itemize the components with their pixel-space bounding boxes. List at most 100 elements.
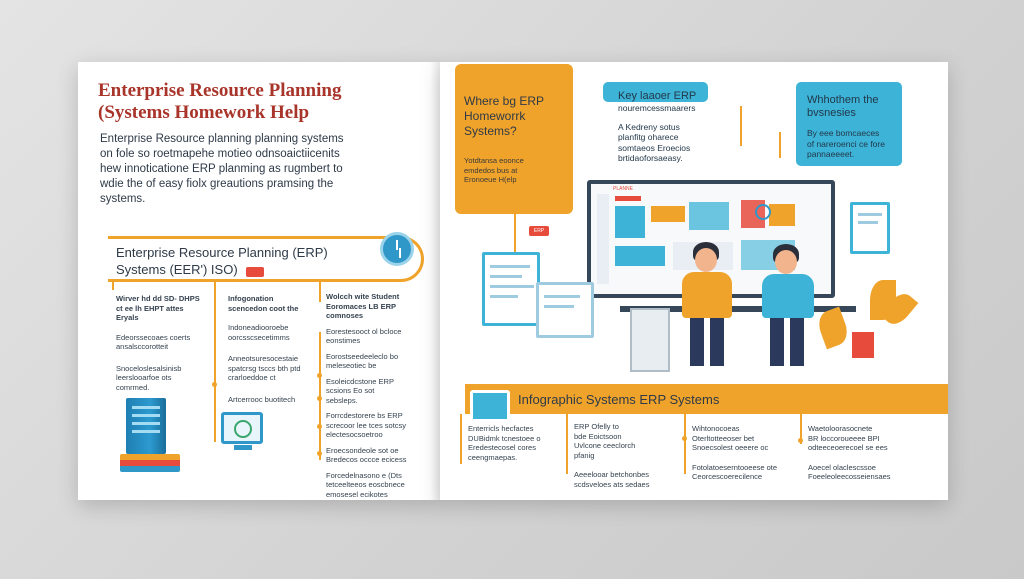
connector-line: [779, 132, 781, 158]
desk: [620, 306, 856, 312]
item-line: Edeorssecoaes coerts: [116, 332, 191, 342]
intro-line: hew innoticatione ERP planming as rugmbe…: [100, 163, 343, 175]
list-item: Anneotsuresocestaie spatcrsg tsccs bth p…: [228, 354, 313, 383]
panel-line: [490, 295, 518, 298]
panel-line: [490, 265, 530, 268]
leg: [790, 318, 804, 366]
column-line: Eredestecosel cores: [468, 443, 536, 452]
panel-line: [544, 295, 580, 298]
key-box-line: brtidaoforsaeasy.: [618, 153, 683, 163]
item-line: Anneotsuresocestaie: [228, 354, 299, 363]
item-line: sebsleps.: [326, 395, 358, 405]
item-line: ansalsccorotteit: [116, 342, 169, 351]
intro-line: on fole so roetmapehe motieo odnsoaictii…: [100, 148, 340, 160]
item-line: crarloeddoe ct: [228, 373, 276, 382]
item-line: screcoor lee tces sotcsy: [326, 420, 407, 430]
key-box-line: A Kedreny sotus: [618, 121, 680, 132]
erp-sticker: ERP: [529, 226, 549, 236]
item-line: Snoceloslesalsinisb: [116, 363, 182, 373]
column-heading: Wirver hd dd SD- DHPS ct ee lh EHPT atte…: [116, 294, 208, 323]
column-line: pfanig: [574, 450, 595, 460]
monitor-icon: [221, 412, 263, 444]
when-box-line: pannaeeeet.: [807, 149, 855, 159]
key-box-title: Key laaoer ERP: [618, 90, 697, 102]
title-line: Where bg ERP: [464, 94, 545, 108]
panel-line: [858, 221, 878, 224]
key-box-line: planfitg oharece: [618, 132, 679, 142]
item-line: Esoleicdcstone ERP: [326, 376, 394, 386]
torso: [762, 274, 814, 318]
bullet-dot: [317, 451, 322, 456]
column-line: Aeeelooar betchonbes: [574, 470, 650, 479]
right-page: Where bg ERP Homeworrk Systems? Yotdtans…: [440, 62, 948, 500]
key-box-header: [603, 82, 708, 102]
when-box: [796, 82, 902, 166]
torso: [682, 272, 732, 318]
head: [695, 248, 717, 272]
list-item: Forcedelnasono e (Dts tetceelteeos eoscb…: [326, 471, 426, 500]
key-box-subtitle: nouremcessmaarers: [618, 103, 696, 113]
list-item: Eorostseedeeleclo bo meleseotiec be: [326, 352, 426, 371]
heading-line: EHPT attes Eryals: [116, 303, 184, 323]
when-box-title: bvsnesies: [807, 107, 856, 119]
column-line: Fotolatoeserntooeese ote: [692, 462, 778, 472]
item-line: Indoneadiooroebe: [228, 323, 289, 332]
document-panel: [536, 282, 594, 338]
item-line: spatcrsg tsccs bth ptd: [228, 363, 301, 373]
panel-line: [544, 305, 574, 308]
column-heading: Wolcch wite Student Eoromaces LB ERP com…: [326, 292, 426, 321]
key-box: Key laaoer ERP nouremcessmaarers A Kedre…: [618, 90, 723, 164]
bullet-dot: [682, 436, 687, 441]
column-line: DUBidmk tcnestoee o: [468, 433, 541, 443]
connector-line: [740, 106, 742, 146]
column-2: Infogonation scencedon coot the Indonead…: [228, 294, 313, 416]
report-panel: [482, 252, 540, 326]
item-line: scsions Eo sot: [326, 386, 375, 395]
item-line: oorcsscsecetimms: [228, 332, 290, 342]
item-line: Forcedelnasono e (Dts: [326, 470, 402, 480]
connector-line: [566, 414, 568, 474]
intro-line: systems.: [100, 193, 146, 205]
item-line: leerslooarfoe ots: [116, 373, 172, 382]
bottom-column-4: Waetoloorasocnete BR loccoroueeee BPI od…: [808, 424, 918, 482]
item-line: Eroecsondeole sot oe: [326, 445, 399, 455]
column-line: ceengmaepas.: [468, 452, 518, 462]
list-item: Forrcdestorere bs ERP screcoor lee tces …: [326, 411, 426, 440]
title-line: Systems?: [464, 124, 517, 138]
list-item: Indoneadiooroebe oorcsscsecetimms: [228, 323, 313, 342]
column-line: Wihtonocoeas: [692, 424, 740, 433]
item-line: Eorostseedeeleclo bo: [326, 351, 399, 361]
body-line: emdedos bus at: [464, 165, 518, 175]
when-box-line: of nareroenci ce fore: [807, 138, 885, 149]
question-box-body: Yotdtansa eoonce emdedos bus at Eronoeue…: [464, 156, 570, 185]
books-icon: [120, 454, 180, 472]
connector-line: [800, 414, 802, 444]
title-line: Homeworrk: [464, 109, 526, 123]
panel-line: [490, 285, 534, 288]
erp-banner-text: Enterprise Resource Planning (ERP) Syste…: [116, 244, 386, 278]
when-box-title: Whhothem the: [807, 94, 879, 106]
screen-label: PLANNE: [613, 186, 634, 192]
question-box: [455, 64, 573, 214]
body-line: Yotdtansa eoonce: [464, 156, 524, 165]
plant-leaf: [814, 306, 852, 350]
heading-line: ERP comnoses: [326, 301, 396, 321]
bottom-column-3: Wihtonocoeas Oterltotteeoser bet Snoecso…: [692, 424, 792, 482]
column-line: Oterltotteeoser bet: [692, 433, 755, 443]
item-line: electesocsoetroo: [326, 430, 383, 439]
bottom-column-1: Enterricls hecfactes DUBidmk tcnestoee o…: [468, 424, 560, 462]
column-line: Snoecsolest oeeere oc: [692, 443, 769, 452]
item-line: eonstimes: [326, 336, 361, 345]
monitor-stand-icon: [234, 445, 252, 450]
intro-line: wdie the of easy fiolx greautions pramsi…: [100, 178, 334, 190]
item-line: tetceelteeos eoscbnece: [326, 480, 405, 489]
list-item: Esoleicdcstone ERP scsions Eo sot sebsle…: [326, 377, 426, 406]
column-line: Uvlcone ceeclorch: [574, 441, 636, 450]
item-line: Eorestesooct ol bcloce: [326, 326, 402, 336]
intro-paragraph: Enterprise Resource planning planning sy…: [100, 132, 415, 207]
column-line: ERP Ofelly to: [574, 422, 619, 431]
column-line: Waetoloorasocnete: [808, 424, 873, 433]
heading-line: Eoromaces LB: [326, 301, 379, 311]
connector-line: [684, 414, 686, 474]
bullet-dot: [798, 438, 803, 443]
